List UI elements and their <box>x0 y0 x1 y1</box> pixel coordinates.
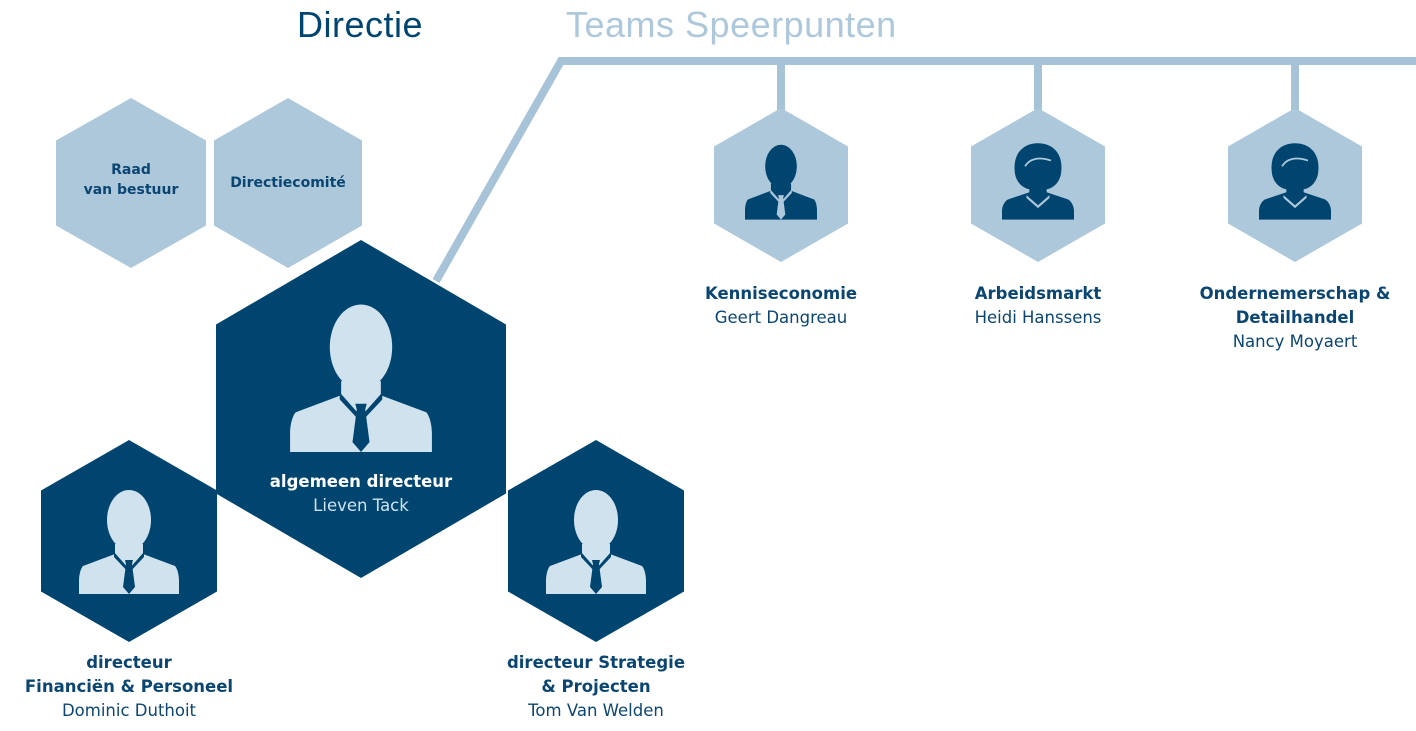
role-label: Kenniseconomie <box>704 284 858 303</box>
man-icon <box>79 490 179 594</box>
directiecomite-label: Directiecomité <box>230 175 346 191</box>
role-label: directeur Strategie & Projecten <box>506 653 686 696</box>
man-icon <box>290 304 432 452</box>
person-name: Heidi Hanssens <box>974 308 1102 327</box>
team-kenniseconomie-caption: Kenniseconomie Geert Dangreau <box>661 282 901 330</box>
directiecomite-hexagon: Directiecomité <box>214 98 362 268</box>
role-label: Arbeidsmarkt <box>974 284 1102 303</box>
role-label: Ondernemerschap & Detailhandel <box>1199 284 1391 327</box>
connector-main-line <box>432 57 1416 283</box>
raad-van-bestuur-hexagon: Raad van bestuur <box>56 98 206 268</box>
person-name: Nancy Moyaert <box>1232 332 1358 351</box>
role-label: algemeen directeur <box>269 472 453 491</box>
algemeen-directeur-caption: algemeen directeur Lieven Tack <box>216 470 506 518</box>
person-name: Dominic Duthoit <box>61 701 197 720</box>
raad-van-bestuur-label: Raad van bestuur <box>83 162 179 198</box>
directeur-strategie-caption: directeur Strategie & Projecten Tom Van … <box>466 651 726 723</box>
woman-icon <box>1259 143 1331 220</box>
tab-directie[interactable]: Directie <box>297 4 424 45</box>
role-label: directeur Financiën & Personeel <box>24 653 234 696</box>
person-name: Geert Dangreau <box>714 308 848 327</box>
person-name: Tom Van Welden <box>528 701 664 720</box>
man-icon <box>546 490 646 594</box>
directeur-financien-caption: directeur Financiën & Personeel Dominic … <box>0 651 258 723</box>
person-name: Lieven Tack <box>313 496 409 515</box>
man-icon <box>745 144 817 220</box>
team-ondernemerschap-caption: Ondernemerschap & Detailhandel Nancy Moy… <box>1175 282 1415 354</box>
tab-teams-speerpunten[interactable]: Teams Speerpunten <box>566 4 897 45</box>
team-arbeidsmarkt-caption: Arbeidsmarkt Heidi Hanssens <box>918 282 1158 330</box>
woman-icon <box>1002 143 1074 220</box>
